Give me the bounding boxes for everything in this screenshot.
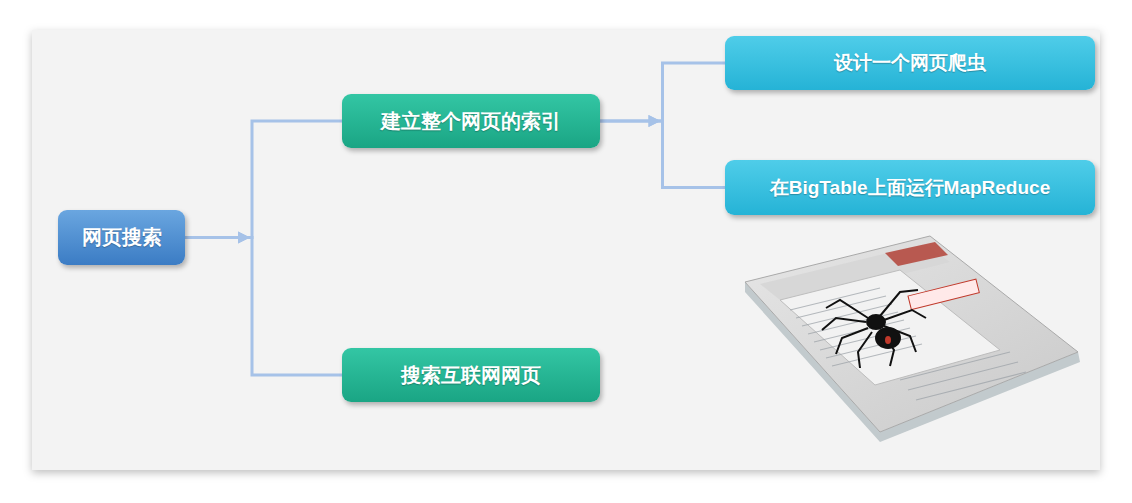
connector-line bbox=[600, 121, 725, 188]
spider bbox=[822, 290, 926, 368]
connector bbox=[600, 115, 725, 188]
node-label: 在BigTable上面运行MapReduce bbox=[770, 175, 1050, 201]
root-box: 网页搜索 bbox=[58, 210, 185, 265]
arrowhead bbox=[649, 115, 661, 127]
node-label: 网页搜索 bbox=[82, 224, 162, 251]
connector-line bbox=[185, 238, 342, 376]
process-box: 搜索互联网网页 bbox=[342, 348, 600, 402]
step-box: 设计一个网页爬虫 bbox=[725, 36, 1095, 90]
connector bbox=[185, 232, 342, 376]
connector bbox=[600, 63, 725, 127]
arrowhead bbox=[649, 115, 661, 127]
step-box: 在BigTable上面运行MapReduce bbox=[725, 160, 1095, 215]
connector-line bbox=[600, 63, 725, 121]
page-stack bbox=[745, 236, 1080, 442]
node-label: 搜索互联网网页 bbox=[401, 362, 541, 389]
process-box: 建立整个网页的索引 bbox=[342, 94, 600, 148]
node-label: 设计一个网页爬虫 bbox=[834, 50, 986, 76]
connector-line bbox=[185, 121, 342, 238]
arrowhead bbox=[238, 232, 250, 244]
node-label: 建立整个网页的索引 bbox=[381, 108, 561, 135]
arrowhead bbox=[238, 232, 250, 244]
connector bbox=[185, 121, 342, 244]
panel bbox=[32, 30, 1100, 470]
